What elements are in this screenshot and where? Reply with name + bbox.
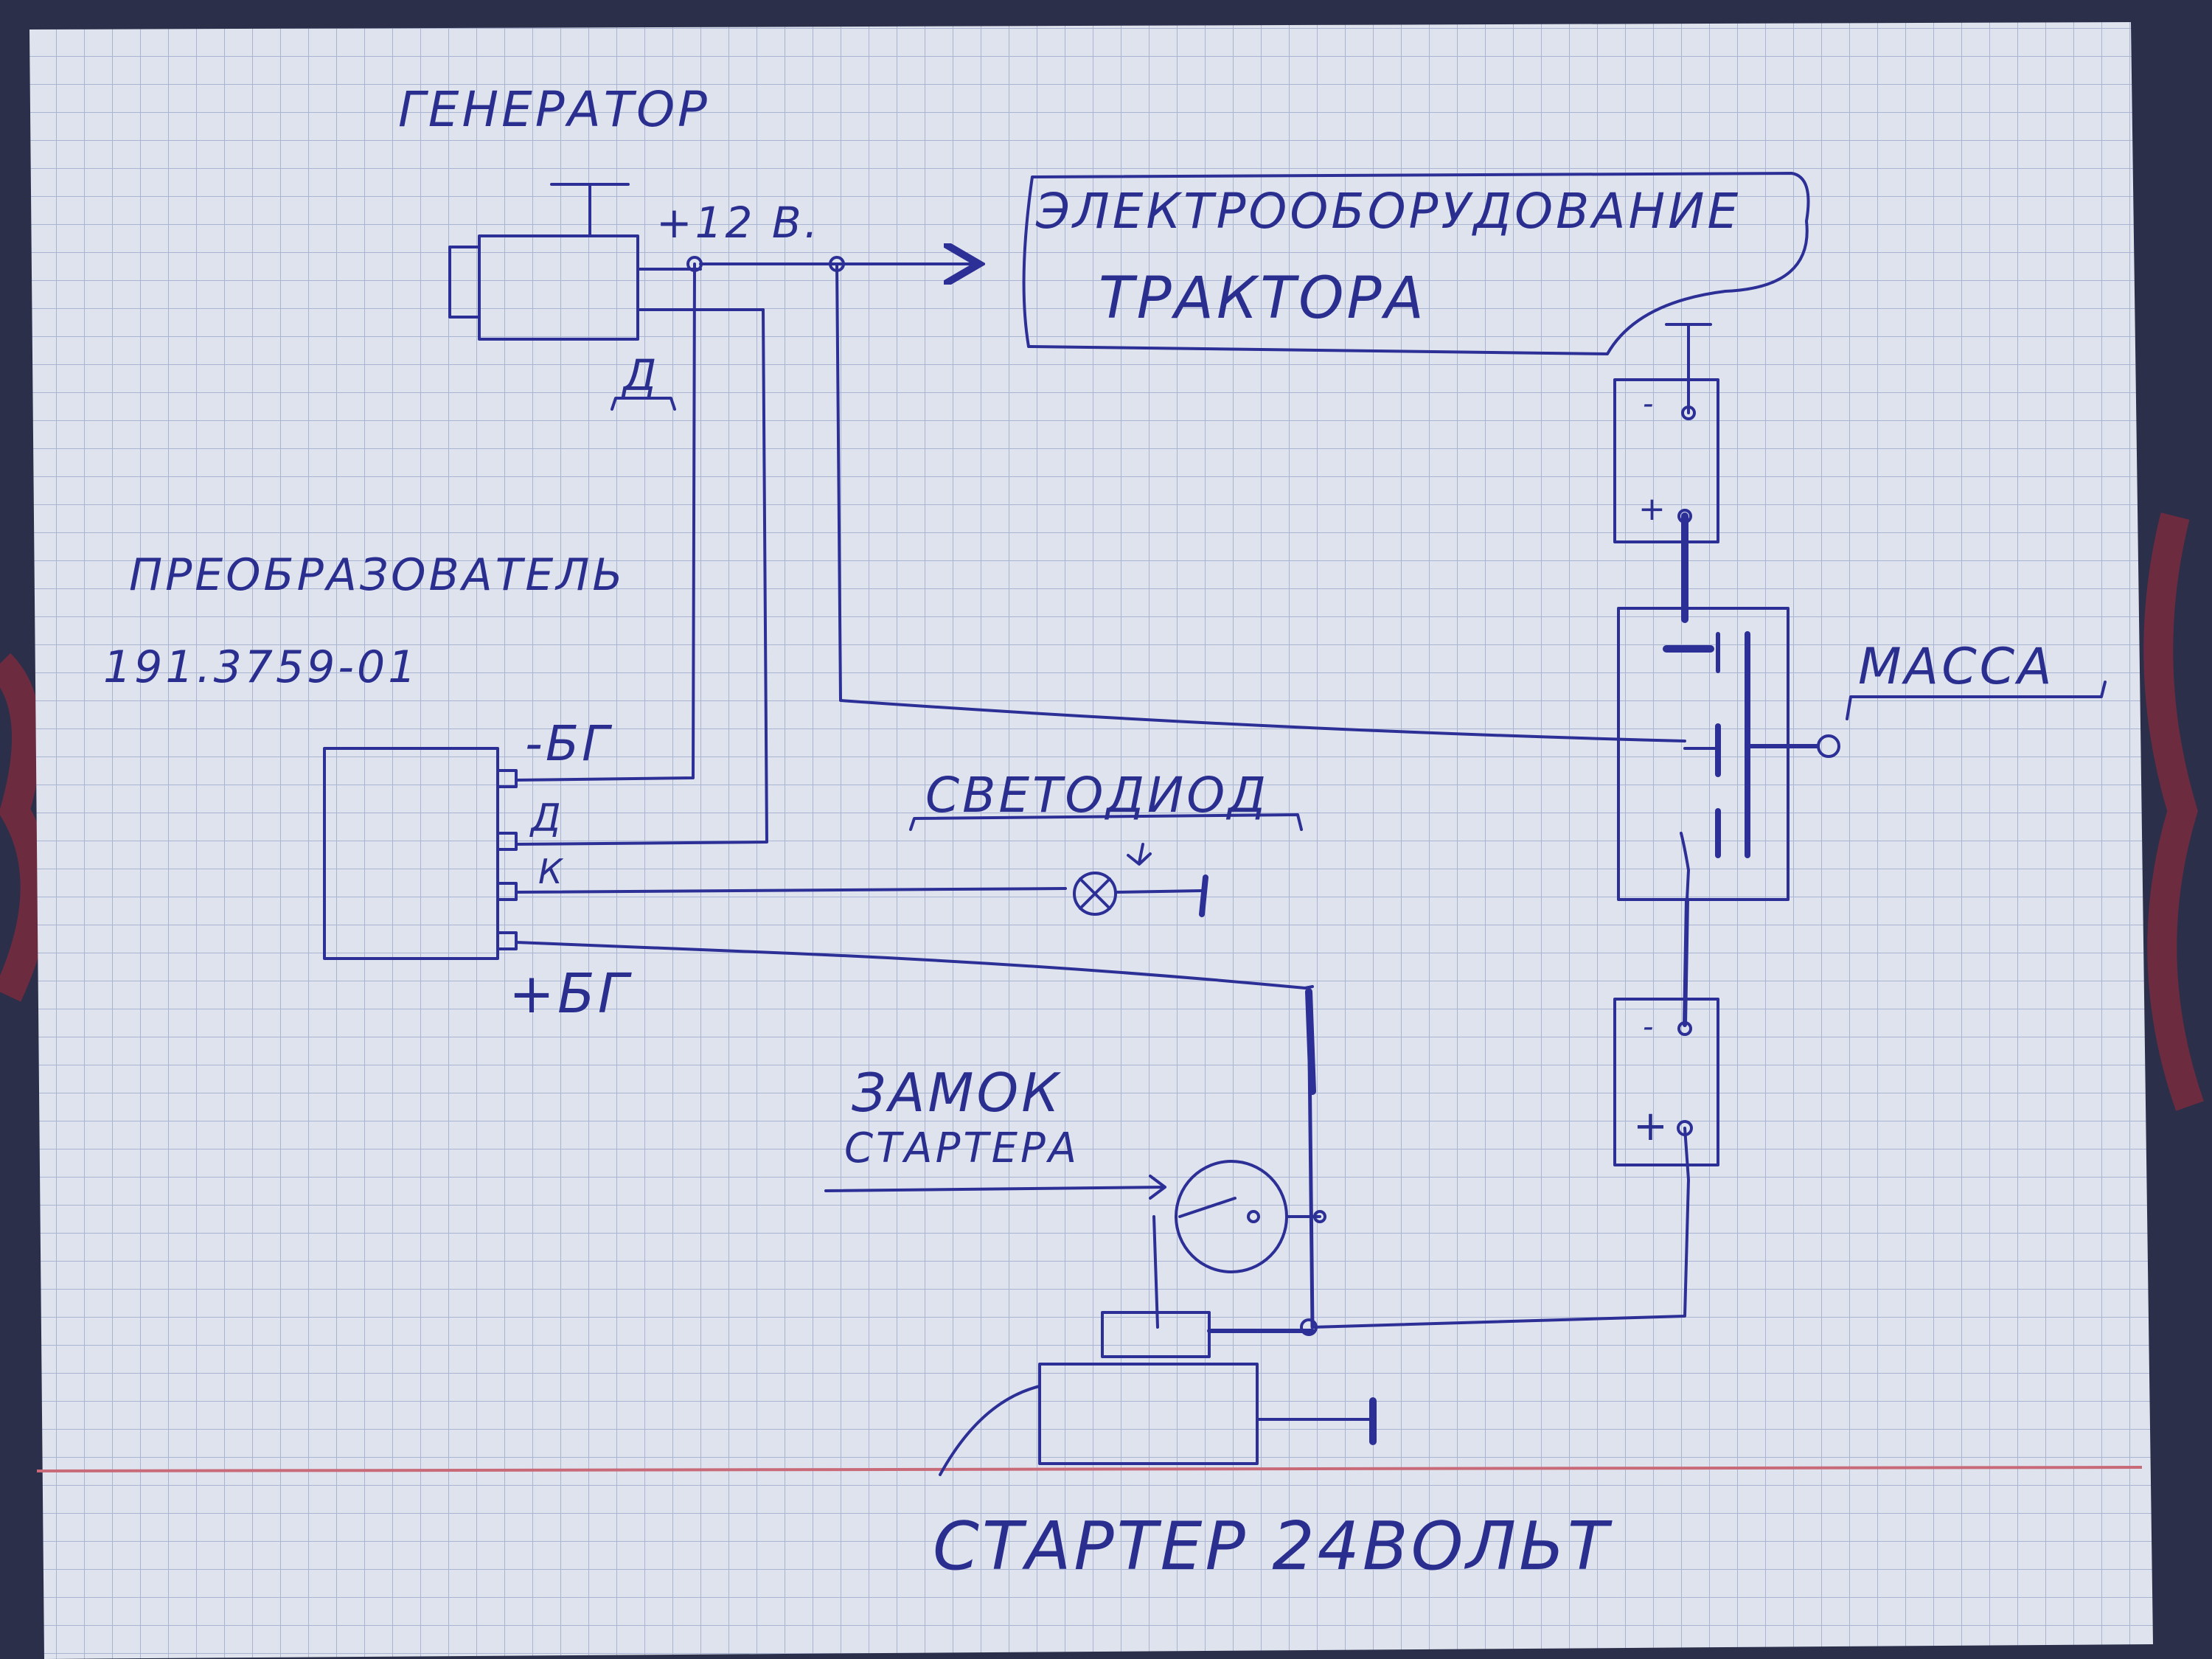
label-lock-line1: ЗАМОК [852, 1062, 1062, 1124]
label-battery1-plus: + [1638, 490, 1669, 528]
equipment-cloud [1022, 172, 1810, 355]
label-led: СВЕТОДИОД [925, 767, 1269, 824]
fabric-pattern-right [2143, 512, 2204, 1111]
label-battery1-minus: - [1643, 387, 1657, 421]
fabric-pattern-left [0, 653, 50, 1002]
label-battery2-minus: - [1643, 1010, 1657, 1044]
label-converter-line2: 191.3759-01 [103, 641, 420, 693]
label-d-generator: Д [623, 350, 660, 400]
label-d-converter: Д [531, 796, 564, 841]
label-k: К [538, 852, 566, 891]
generator-symbol [448, 183, 765, 341]
label-starter: СТАРТЕР 24ВОЛЬТ [933, 1508, 1611, 1585]
starter-lock-symbol [1152, 1160, 1326, 1329]
battery-2-symbol [1311, 897, 1719, 1329]
wire-plus-bg [515, 941, 1314, 990]
d-generator-bracket [611, 397, 676, 411]
label-minus-bg: -БГ [525, 715, 612, 772]
wire-to-switch [835, 262, 1686, 742]
wire-minus-bg [515, 262, 696, 782]
wire-lock-heavy [1305, 988, 1316, 1095]
wire-k [515, 887, 1067, 894]
label-equipment-line1: ЭЛЕКТРООБОРУДОВАНИЕ [1036, 183, 1742, 240]
battery-1-symbol [1613, 323, 1719, 623]
lock-label-arrow [824, 1175, 1166, 1200]
converter-symbol [323, 747, 518, 960]
label-equipment-line2: ТРАКТОРА [1099, 265, 1427, 332]
label-plus-bg: +БГ [509, 962, 631, 1026]
margin-line [36, 1466, 2143, 1472]
led-label-bracket [909, 813, 1303, 831]
label-lock-line2: СТАРТЕРА [844, 1124, 1080, 1172]
starter-symbol [939, 1311, 1377, 1476]
label-battery2-plus: + [1633, 1102, 1671, 1150]
label-massa: МАССА [1858, 638, 2055, 696]
label-generator: ГЕНЕРАТОР [398, 81, 710, 138]
mass-switch-block [1617, 607, 1840, 901]
massa-label-bracket [1846, 681, 2107, 720]
label-plus12v: +12 В. [656, 198, 821, 248]
label-converter-line1: ПРЕОБРАЗОВАТЕЛЬ [129, 549, 626, 601]
wire-d [515, 308, 768, 846]
led-symbol [1073, 843, 1208, 917]
graph-paper [29, 22, 2153, 1659]
